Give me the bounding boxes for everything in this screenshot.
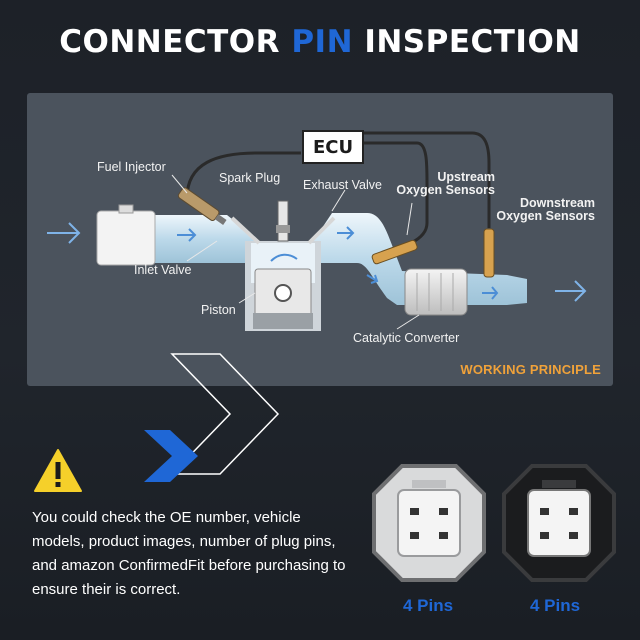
upstream-sensor-shape xyxy=(371,239,418,265)
label-fuel-injector: Fuel Injector xyxy=(97,160,166,174)
ecu-box: ECU xyxy=(302,130,364,164)
title-accent: PIN xyxy=(291,24,354,60)
fuel-injector-shape xyxy=(177,187,227,225)
label-catalytic-converter: Catalytic Converter xyxy=(353,331,460,345)
warning-icon xyxy=(34,449,82,492)
connector-dark xyxy=(502,464,616,582)
label-exhaust-valve: Exhaust Valve xyxy=(303,178,382,192)
air-filter xyxy=(96,210,156,266)
working-principle-diagram: ECU Fuel Injector Spark Plug Exhaust Val… xyxy=(27,93,613,386)
catalytic-converter-shape xyxy=(404,268,468,316)
flow-arrows xyxy=(47,222,587,302)
inlet-valve-shape xyxy=(230,216,261,245)
label-downstream-sensors: Downstream Oxygen Sensors xyxy=(496,196,595,223)
label-upstream-sensors: Upstream Oxygen Sensors xyxy=(396,170,495,197)
exhaust-pipe xyxy=(312,213,527,305)
sensor-wires xyxy=(185,131,491,245)
engine-schematic xyxy=(47,131,587,331)
page-title: CONNECTOR PIN INSPECTION xyxy=(0,24,640,60)
label-piston: Piston xyxy=(201,303,236,317)
downstream-sensor-shape xyxy=(483,228,495,278)
title-part-2: INSPECTION xyxy=(353,24,581,60)
connector-1-pin-count: 4 Pins xyxy=(402,596,454,615)
chevron-decoration-icon xyxy=(144,353,280,482)
exhaust-valve-shape xyxy=(307,216,336,245)
label-inlet-valve: Inlet Valve xyxy=(134,263,192,277)
notice-text: You could check the OE number, vehicle m… xyxy=(32,509,346,598)
spark-plug-shape xyxy=(277,200,289,242)
title-part-1: CONNECTOR xyxy=(59,24,292,60)
leader-lines xyxy=(171,174,420,330)
label-spark-plug: Spark Plug xyxy=(219,171,281,185)
connector-2-pin-count: 4 Pins xyxy=(529,596,581,615)
connector-light xyxy=(372,464,486,582)
working-principle-caption: WORKING PRINCIPLE xyxy=(460,362,601,377)
